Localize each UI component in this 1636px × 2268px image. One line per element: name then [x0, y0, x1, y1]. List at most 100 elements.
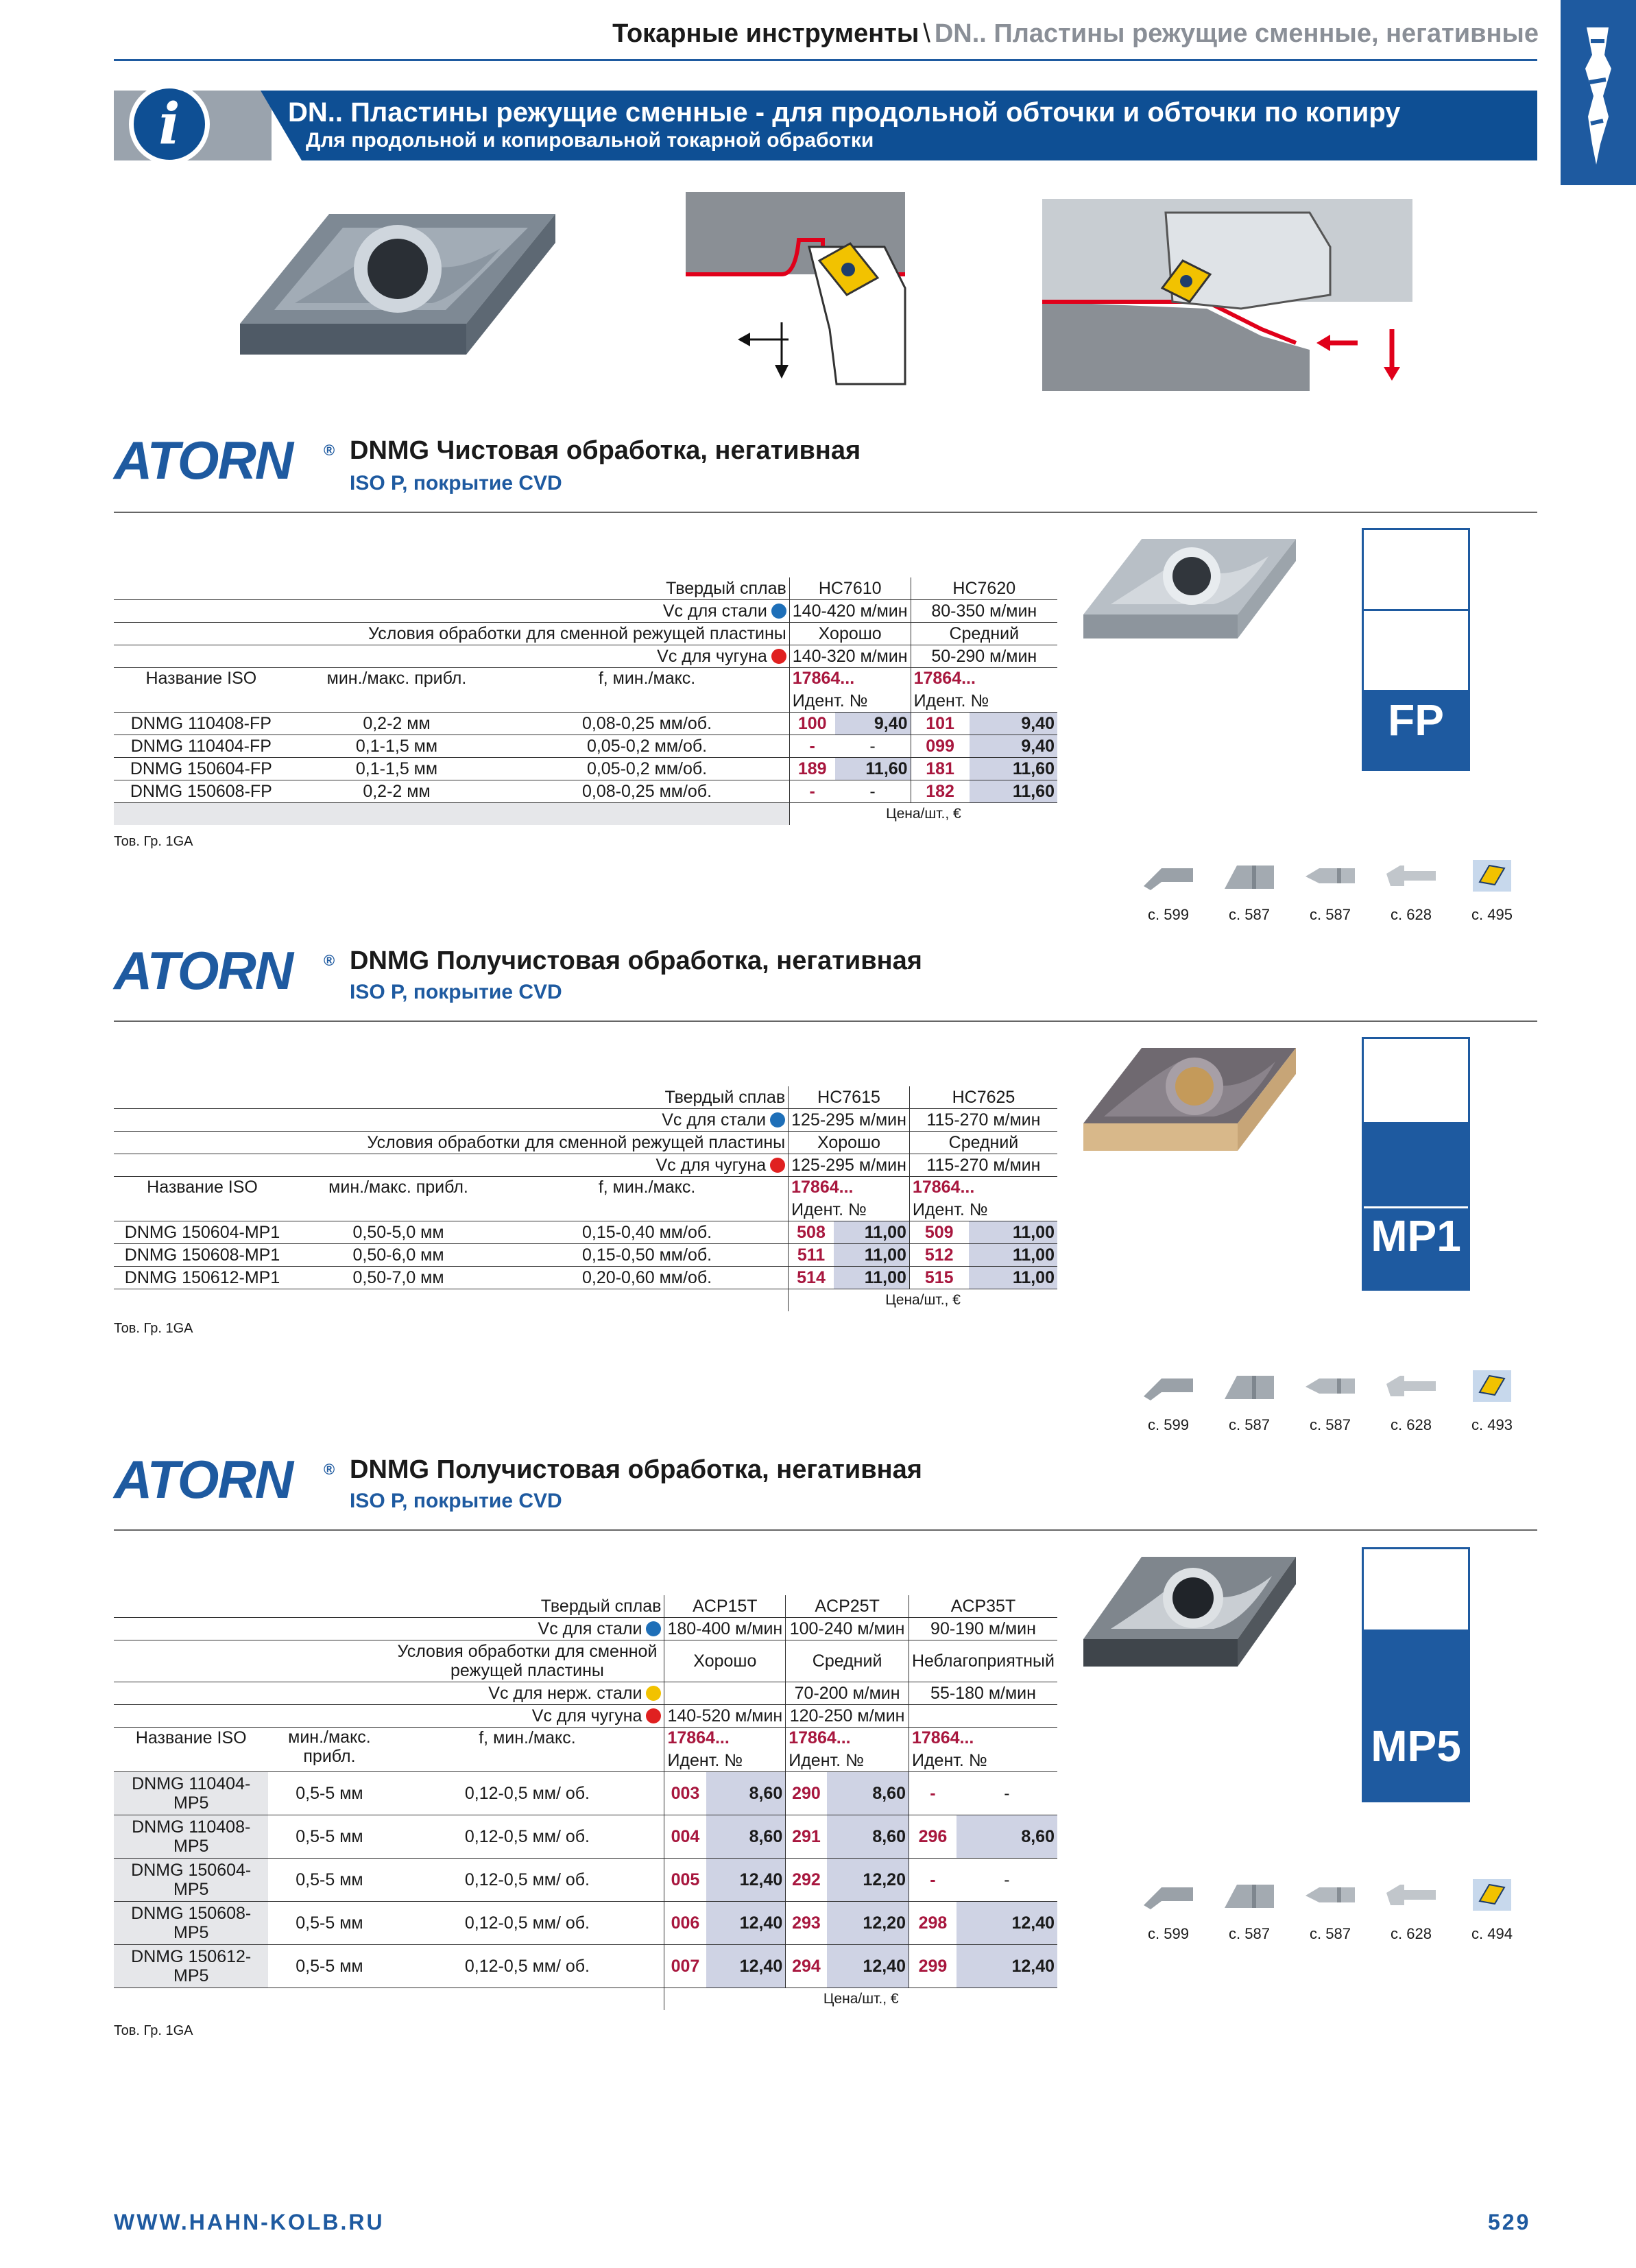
turning-diagram-1 — [686, 192, 906, 385]
header-category: Токарные инструменты — [612, 19, 919, 48]
product-group: Тов. Гр. 1GA — [114, 834, 193, 849]
ident-label: Идент. № — [789, 690, 911, 713]
article-prefix: 17864... — [908, 1727, 1057, 1750]
holder-ref[interactable]: с. 628 — [1384, 1878, 1439, 1943]
product-table-mp5: Твердый сплав ACP15T ACP25T ACP35T Vc дл… — [114, 1595, 1057, 2010]
vc-cast-value: 115-270 м/мин — [909, 1154, 1057, 1177]
holder-ref[interactable]: с. 493 — [1465, 1369, 1519, 1434]
vc-steel-value: 180-400 м/мин — [664, 1617, 786, 1640]
ident-label: Идент. № — [910, 690, 1057, 713]
registered-mark: ® — [324, 952, 335, 969]
condition-value: Хорошо — [664, 1640, 786, 1682]
vc-steel-value: 115-270 м/мин — [909, 1108, 1057, 1132]
boring-bar-icon — [1386, 1885, 1436, 1905]
holder-ref[interactable]: с. 587 — [1222, 1878, 1277, 1943]
boring-bar-icon — [1144, 1378, 1193, 1400]
section-rule — [114, 1529, 1537, 1531]
article-prefix: 17864... — [664, 1727, 786, 1750]
side-tab — [1561, 0, 1636, 185]
label-vc-steel: Vc для стали — [114, 1618, 664, 1640]
atorn-logo: ATORN — [114, 940, 293, 1001]
holder-references: с. 599 с. 587 с. 587 с. 628 с. 495 — [1141, 859, 1519, 924]
section-subtitle: ISO P, покрытие CVD — [350, 981, 562, 1003]
holder-ref[interactable]: с. 599 — [1141, 859, 1196, 924]
col-ap: мин./макс. прибл. — [288, 1728, 371, 1766]
vc-steel-value: 80-350 м/мин — [910, 599, 1057, 623]
footer-url[interactable]: WWW.HAHN-KOLB.RU — [114, 2210, 385, 2234]
col-iso: Название ISO — [145, 669, 257, 688]
steel-dot-icon — [771, 604, 786, 619]
holder-ref[interactable]: с. 587 — [1303, 1878, 1358, 1943]
vc-stainless-value — [664, 1682, 786, 1705]
vc-cast-value: 120-250 м/мин — [785, 1704, 909, 1728]
vc-cast-value: 125-295 м/мин — [788, 1154, 910, 1177]
page-header: Токарные инструменты\DN.. Пластины режущ… — [612, 19, 1539, 49]
badge-label: FP — [1388, 695, 1444, 745]
boring-bar-icon — [1144, 1887, 1193, 1909]
col-iso: Название ISO — [147, 1178, 258, 1197]
insert-shape-icon — [1473, 1879, 1511, 1911]
label-grade: Твердый сплав — [666, 579, 786, 598]
grade: ACP15T — [664, 1595, 786, 1618]
product-table-fp: Твердый сплав HC7610 HC7620 Vc для стали… — [114, 577, 1057, 825]
holder-ref[interactable]: с. 599 — [1141, 1878, 1196, 1943]
section-title: DNMG Получистовая обработка, негативная — [350, 1455, 922, 1484]
tool-holder-icon — [1306, 1378, 1355, 1394]
ident-label: Идент. № — [788, 1199, 910, 1221]
cast-dot-icon — [646, 1708, 662, 1723]
registered-mark: ® — [324, 442, 335, 459]
label-vc-steel: Vc для стали — [114, 600, 789, 623]
banner-subtitle: Для продольной и копировальной токарной … — [306, 129, 874, 152]
ident-label: Идент. № — [785, 1750, 909, 1772]
vc-steel-value: 100-240 м/мин — [785, 1617, 909, 1640]
grade: HC7615 — [788, 1086, 910, 1109]
insert-photo-mp5 — [1083, 1557, 1296, 1667]
info-icon: i — [129, 84, 210, 165]
holder-ref[interactable]: с. 587 — [1222, 859, 1277, 924]
banner-title: DN.. Пластины режущие сменные - для прод… — [288, 97, 1401, 128]
holder-ref[interactable]: с. 599 — [1141, 1369, 1196, 1434]
col-f: f, мин./макс. — [598, 1178, 696, 1197]
grade: ACP25T — [785, 1595, 909, 1618]
product-table-mp1: Твердый сплав HC7615 HC7625 Vc для стали… — [114, 1086, 1057, 1311]
vc-cast-value — [908, 1704, 1057, 1728]
holder-ref[interactable]: с. 587 — [1222, 1369, 1277, 1434]
condition-value: Неблагоприятный — [908, 1640, 1057, 1682]
section-title: DNMG Чистовая обработка, негативная — [350, 436, 861, 465]
stainless-dot-icon — [646, 1686, 662, 1701]
vc-steel-value: 125-295 м/мин — [788, 1108, 910, 1132]
banner — [261, 91, 1537, 160]
badge-label: MP1 — [1371, 1211, 1461, 1261]
drill-icon — [1585, 27, 1611, 165]
condition-value: Средний — [785, 1640, 909, 1682]
condition-value: Хорошо — [789, 622, 911, 645]
holder-ref[interactable]: с. 628 — [1384, 859, 1439, 924]
tool-holder-icon — [1306, 868, 1355, 883]
boring-bar-icon — [1386, 866, 1436, 886]
section-rule — [114, 512, 1537, 513]
holder-ref[interactable]: с. 587 — [1303, 1369, 1358, 1434]
label-grade: Твердый сплав — [664, 1088, 786, 1107]
holder-ref[interactable]: с. 494 — [1465, 1878, 1519, 1943]
holder-ref[interactable]: с. 495 — [1465, 859, 1519, 924]
grade: HC7610 — [789, 577, 911, 600]
application-badge-mp5: MP5 — [1362, 1547, 1470, 1802]
holder-ref[interactable]: с. 628 — [1384, 1369, 1439, 1434]
holder-ref[interactable]: с. 587 — [1303, 859, 1358, 924]
registered-mark: ® — [324, 1461, 335, 1478]
price-caption: Цена/шт., € — [789, 802, 1057, 825]
label-conditions: Условия обработки для сменной режущей пл… — [367, 1133, 786, 1152]
header-separator: \ — [923, 19, 930, 48]
ident-label: Идент. № — [664, 1750, 786, 1772]
col-f: f, мин./макс. — [598, 669, 696, 688]
boring-bar-icon — [1144, 868, 1193, 890]
page-number: 529 — [1488, 2210, 1531, 2234]
